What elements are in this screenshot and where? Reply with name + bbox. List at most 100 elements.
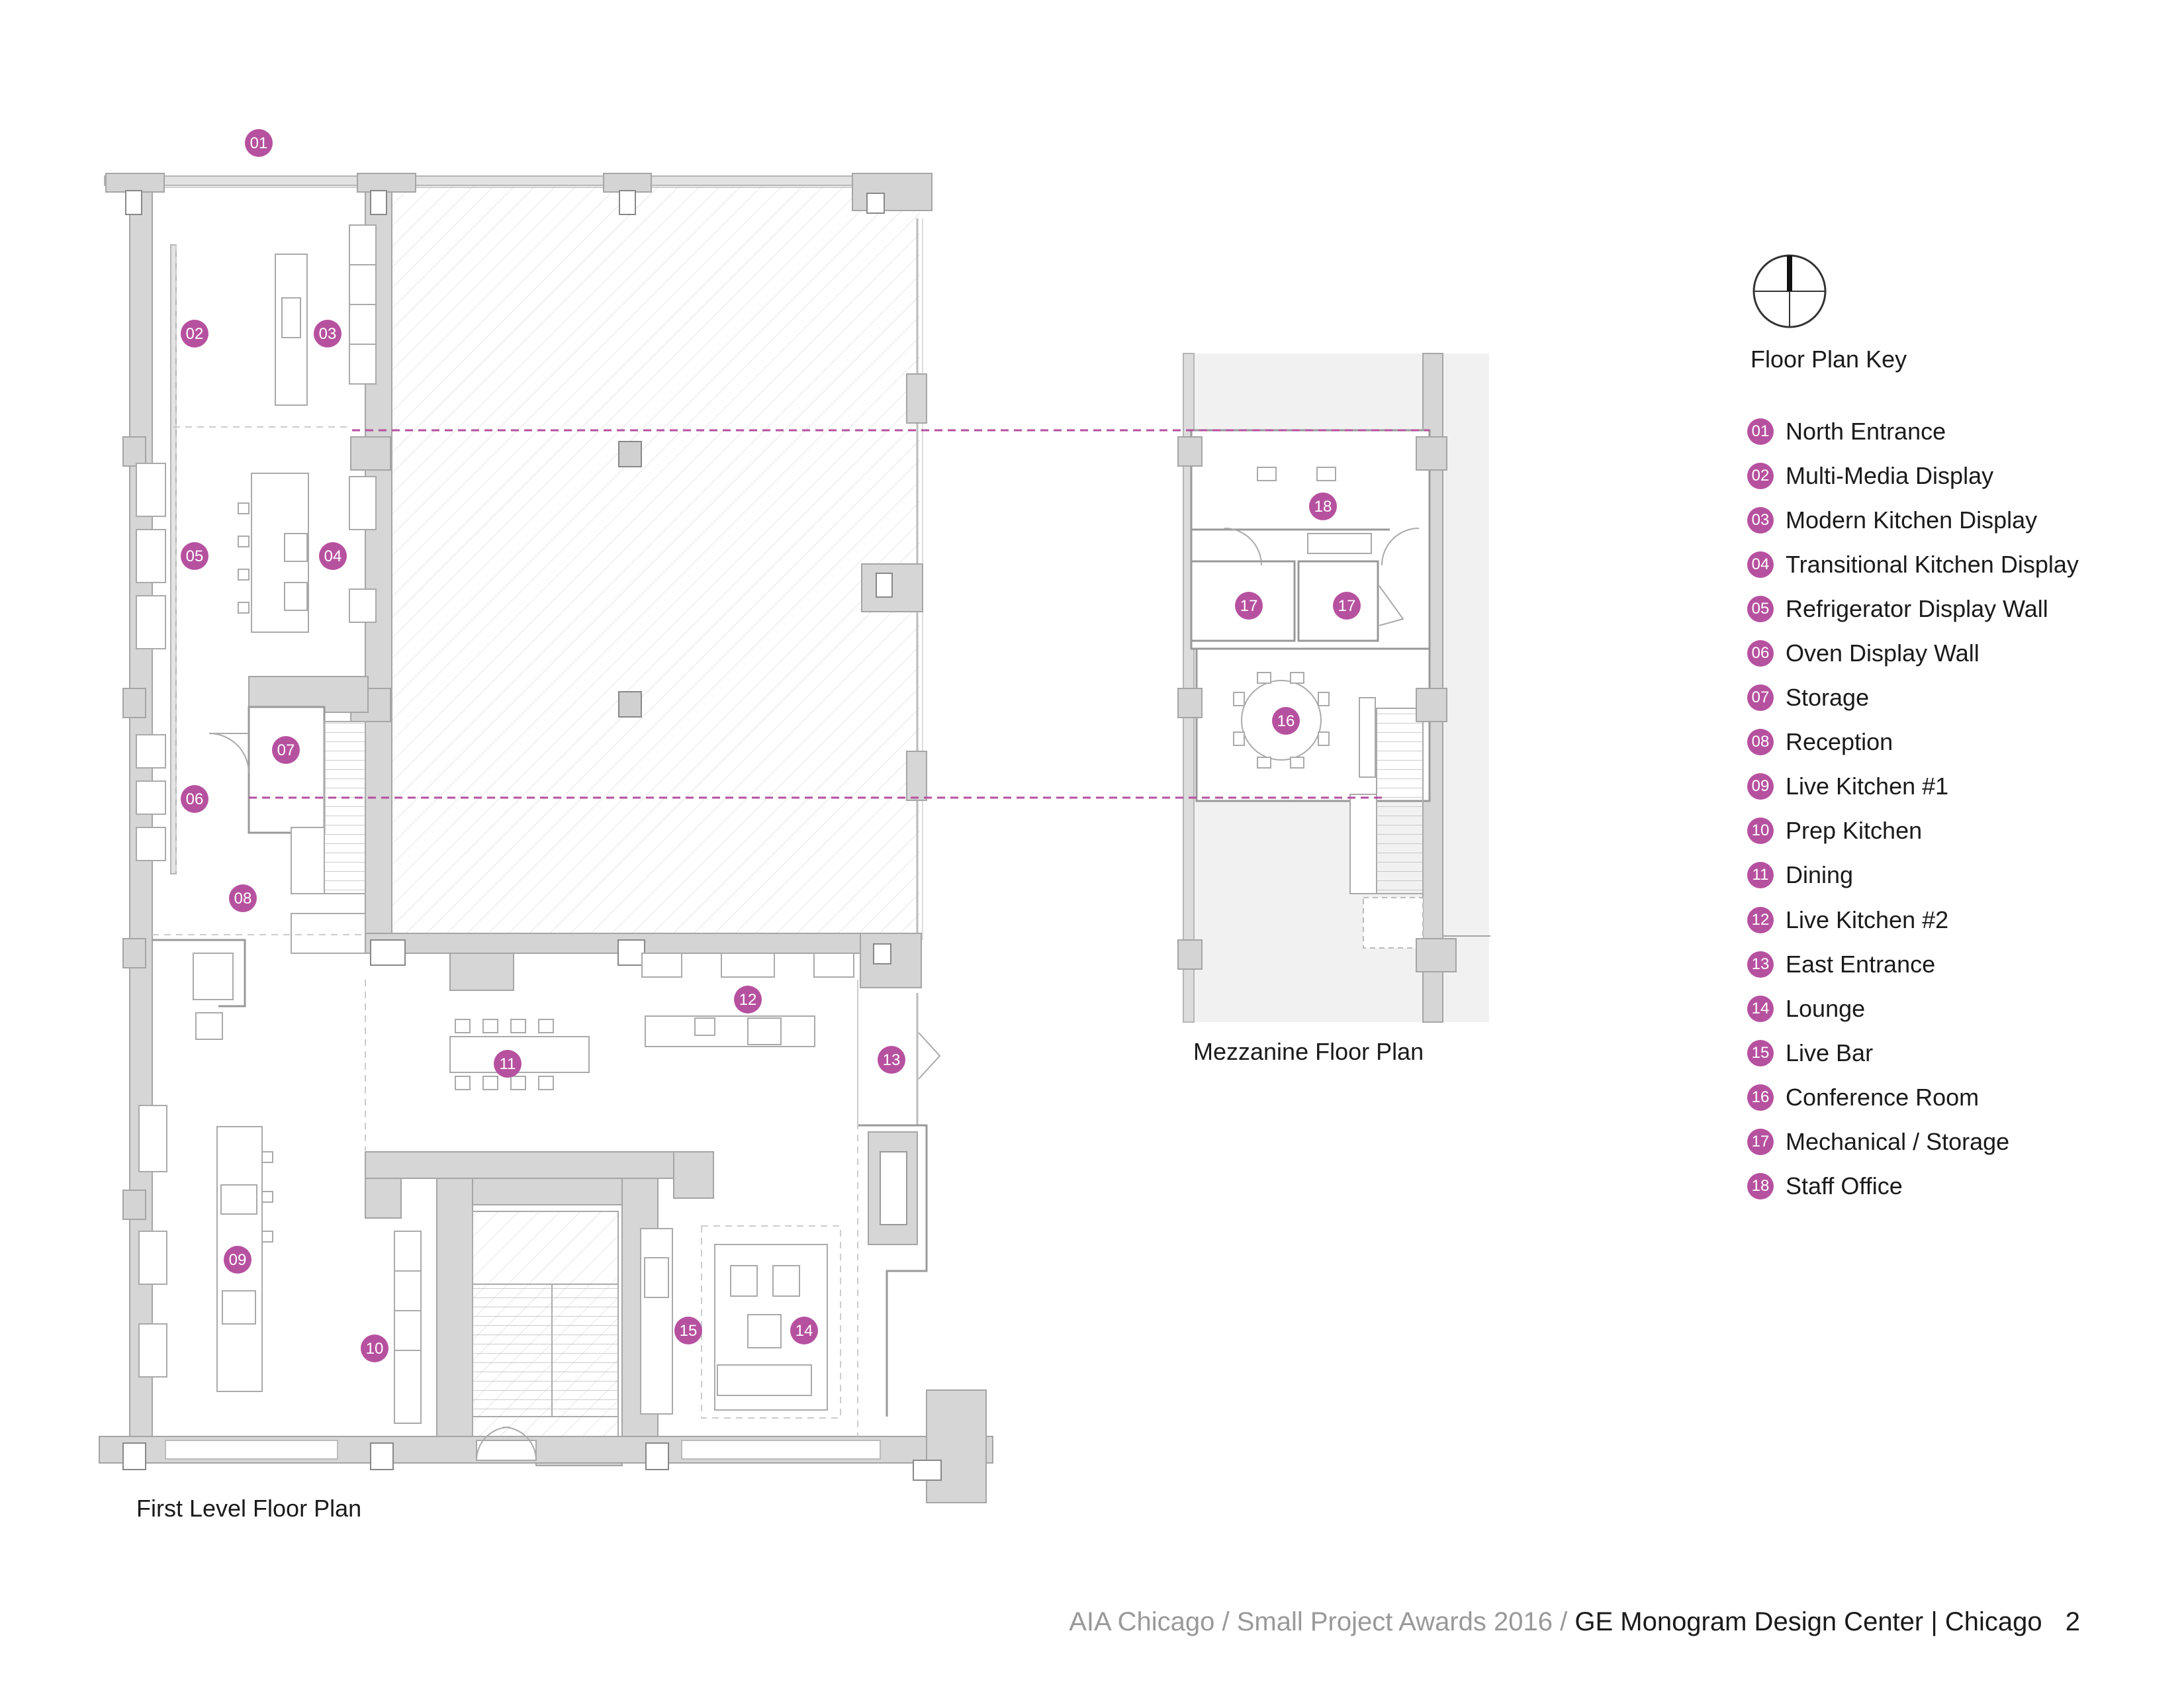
key-number-badge: 16: [1747, 1084, 1774, 1111]
mezzanine-plan-title: Mezzanine Floor Plan: [1193, 1038, 1424, 1065]
open-area-hatch: [390, 183, 920, 936]
marker-04: 04: [319, 542, 347, 570]
key-item: 05 Refrigerator Display Wall: [1747, 586, 2079, 631]
key-item: 08 Reception: [1747, 720, 2079, 765]
key-item: 10 Prep Kitchen: [1747, 809, 2079, 853]
first-level-plan: [99, 173, 993, 1503]
svg-text:17: 17: [1240, 597, 1258, 615]
key-number-badge: 02: [1747, 462, 1774, 489]
svg-text:08: 08: [234, 890, 252, 908]
svg-text:01: 01: [250, 134, 268, 152]
key-item: 01 North Entrance: [1747, 409, 2079, 453]
svg-text:17: 17: [1338, 597, 1356, 615]
key-label: East Entrance: [1786, 950, 1936, 978]
key-number-badge: 01: [1747, 418, 1774, 445]
svg-text:04: 04: [324, 547, 342, 565]
key-label: Mechanical / Storage: [1786, 1128, 2010, 1156]
key-item: 09 Live Kitchen #1: [1747, 765, 2079, 809]
svg-text:10: 10: [366, 1340, 384, 1358]
key-label: Reception: [1786, 728, 1893, 756]
key-number-badge: 07: [1747, 684, 1774, 712]
key-label: Transitional Kitchen Display: [1786, 550, 2079, 578]
key-label: Oven Display Wall: [1786, 639, 1979, 667]
key-label: Modern Kitchen Display: [1786, 506, 2038, 534]
svg-text:06: 06: [186, 790, 204, 808]
footer-project: GE Monogram Design Center | Chicago: [1574, 1607, 2042, 1636]
marker-13: 13: [878, 1046, 905, 1074]
key-label: Conference Room: [1786, 1083, 1979, 1111]
key-item: 04 Transitional Kitchen Display: [1747, 542, 2079, 586]
marker-18: 18: [1309, 492, 1337, 520]
marker-09: 09: [224, 1246, 251, 1274]
floor-plan-key-list: 01 North Entrance 02 Multi-Media Display 0…: [1747, 409, 2079, 1209]
mezzanine-plan: [1177, 353, 1490, 1023]
key-number-badge: 09: [1747, 773, 1774, 800]
north-wall: [104, 175, 933, 186]
key-label: Live Bar: [1786, 1039, 1874, 1066]
key-item: 17 Mechanical / Storage: [1747, 1120, 2079, 1164]
marker-17b: 17: [1333, 592, 1361, 620]
marker-11: 11: [494, 1050, 522, 1078]
marker-17a: 17: [1235, 592, 1263, 620]
marker-06: 06: [181, 785, 208, 813]
marker-16: 16: [1272, 707, 1300, 735]
key-label: Staff Office: [1786, 1172, 1903, 1200]
marker-07: 07: [272, 736, 300, 764]
key-label: Multi-Media Display: [1786, 461, 1994, 489]
page-footer: AIA Chicago / Small Project Awards 2016 …: [1069, 1607, 2080, 1637]
svg-text:11: 11: [500, 1055, 516, 1073]
key-label: Dining: [1786, 861, 1854, 889]
key-item: 07 Storage: [1747, 676, 2079, 720]
marker-15: 15: [674, 1317, 702, 1344]
first-level-plan-title: First Level Floor Plan: [136, 1495, 362, 1522]
svg-text:18: 18: [1314, 498, 1332, 516]
key-label: Live Kitchen #2: [1786, 906, 1949, 933]
footer-org: AIA Chicago / Small Project Awards 2016 …: [1069, 1607, 1568, 1636]
key-item: 13 East Entrance: [1747, 942, 2079, 986]
marker-12: 12: [734, 986, 762, 1013]
key-label: Refrigerator Display Wall: [1786, 594, 2048, 622]
key-item: 02 Multi-Media Display: [1747, 453, 2079, 498]
svg-text:12: 12: [739, 991, 757, 1009]
key-number-badge: 04: [1747, 551, 1774, 578]
svg-text:13: 13: [883, 1051, 901, 1069]
svg-text:02: 02: [186, 325, 204, 343]
key-label: North Entrance: [1786, 417, 1946, 445]
svg-text:15: 15: [680, 1322, 698, 1340]
key-label: Lounge: [1786, 994, 1866, 1022]
svg-text:07: 07: [277, 741, 295, 759]
marker-01: 01: [245, 129, 273, 157]
floor-plan-key-title: Floor Plan Key: [1751, 346, 1907, 373]
key-item: 03 Modern Kitchen Display: [1747, 498, 2079, 542]
north-arrow-icon: [1752, 254, 1827, 328]
key-number-badge: 18: [1747, 1173, 1774, 1200]
marker-02: 02: [181, 320, 208, 348]
key-label: Live Kitchen #1: [1786, 773, 1949, 800]
key-number-badge: 15: [1747, 1039, 1774, 1066]
key-number-badge: 10: [1747, 818, 1774, 845]
svg-text:09: 09: [229, 1251, 247, 1269]
marker-05: 05: [181, 542, 208, 570]
svg-text:14: 14: [796, 1322, 813, 1340]
page-number: 2: [2065, 1607, 2080, 1636]
svg-text:16: 16: [1277, 712, 1295, 730]
svg-text:03: 03: [319, 325, 337, 343]
key-item: 15 Live Bar: [1747, 1031, 2079, 1075]
key-item: 16 Conference Room: [1747, 1075, 2079, 1119]
key-number-badge: 14: [1747, 995, 1774, 1022]
key-number-badge: 08: [1747, 729, 1774, 756]
key-label: Storage: [1786, 684, 1870, 712]
svg-text:05: 05: [186, 547, 204, 565]
key-number-badge: 06: [1747, 640, 1774, 667]
marker-10: 10: [361, 1335, 388, 1362]
key-number-badge: 17: [1747, 1129, 1774, 1156]
key-number-badge: 13: [1747, 951, 1774, 978]
key-number-badge: 05: [1747, 595, 1774, 622]
key-item: 18 Staff Office: [1747, 1164, 2079, 1209]
marker-08: 08: [229, 884, 257, 912]
key-label: Prep Kitchen: [1786, 817, 1923, 845]
key-number-badge: 03: [1747, 506, 1774, 534]
key-item: 14 Lounge: [1747, 986, 2079, 1031]
